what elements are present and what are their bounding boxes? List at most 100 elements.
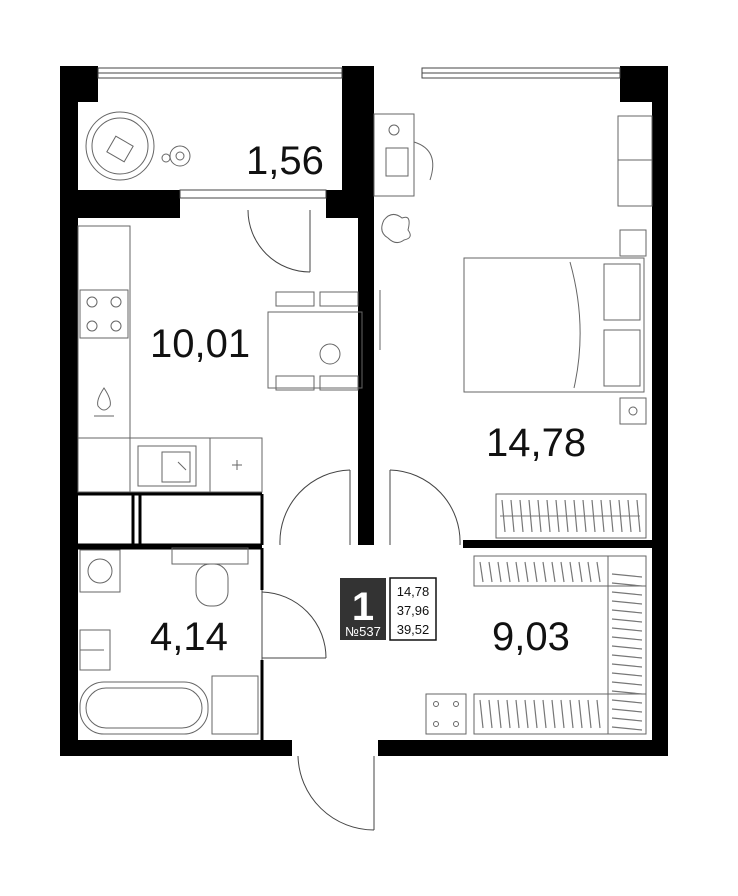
balcony-door (247, 209, 311, 273)
shelf-icon (617, 115, 653, 207)
balcony-furniture (85, 111, 191, 181)
hanger-icon (611, 609, 643, 614)
hanger-icon (569, 699, 574, 729)
rooms-count: 1 (352, 585, 374, 629)
hanger-icon (524, 561, 529, 583)
bedroom-area: 14,78 (486, 421, 586, 465)
hanger-icon (611, 699, 643, 704)
hanger-icon (510, 499, 515, 533)
walls (60, 66, 668, 756)
bathroom-area: 4,14 (150, 615, 228, 659)
hanger-icon (627, 499, 632, 533)
hanger-icon (560, 699, 565, 729)
hanger-icon (519, 499, 524, 533)
hanger-icon (488, 561, 493, 583)
hanger-icon (533, 561, 538, 583)
drawer-icon (425, 693, 467, 735)
hanger-icon (497, 561, 502, 583)
hanger-icon (611, 627, 643, 632)
hanger-icon (611, 681, 643, 686)
hanger-icon (578, 561, 583, 583)
hanger-icon (551, 699, 556, 729)
washing-machine-icon (79, 549, 121, 593)
hanger-icon (611, 672, 643, 677)
hanger-icon (582, 499, 587, 533)
hanger-icon (537, 499, 542, 533)
hanger-icon (551, 561, 556, 583)
room-doors (279, 469, 461, 546)
partitions (78, 492, 264, 740)
bedroom-furniture (373, 113, 653, 539)
kitchen-furniture (77, 225, 363, 493)
hanger-icon (611, 618, 643, 623)
apartment-number: №537 (345, 624, 381, 639)
hanger-icon (560, 561, 565, 583)
wardrobe-area: 9,03 (492, 615, 570, 659)
small-table-icon (161, 145, 191, 167)
hanger-icon (611, 573, 643, 578)
stove-icon (79, 289, 129, 339)
total-area-balcony-value: 39,52 (397, 622, 430, 637)
bed-icon (463, 257, 645, 393)
hanger-icon (524, 699, 529, 729)
hanger-icon (611, 690, 643, 695)
hanger-icon (611, 591, 643, 596)
armchair-icon (85, 111, 155, 181)
bathroom-door (261, 590, 327, 660)
wardrobe-icon (495, 493, 647, 539)
hanger-icon (501, 499, 506, 533)
hanger-icon (611, 708, 643, 713)
hanger-icon (600, 499, 605, 533)
hanger-icon (618, 499, 623, 533)
hanger-icon (609, 499, 614, 533)
hanger-icon (546, 499, 551, 533)
toilet-icon (171, 547, 249, 607)
hanger-icon (587, 699, 592, 729)
hanger-icon (611, 717, 643, 722)
living-area-value: 14,78 (397, 584, 430, 599)
hanger-icon (578, 699, 583, 729)
hanger-icon (479, 561, 484, 583)
desk-icon (373, 113, 434, 197)
hanger-icon (555, 499, 560, 533)
hanger-icon (488, 699, 493, 729)
hanger-icon (569, 561, 574, 583)
bathroom-furniture (79, 547, 259, 735)
hanger-icon (542, 699, 547, 729)
bathroom-sink-icon (79, 629, 111, 671)
hanger-icon (497, 699, 502, 729)
hanger-icon (564, 499, 569, 533)
hanger-icon (596, 561, 601, 583)
windows (97, 67, 621, 199)
hanger-icon (528, 499, 533, 533)
bathtub-icon (79, 681, 209, 735)
hanger-icon (533, 699, 538, 729)
hanger-icon (596, 699, 601, 729)
walk-in-wardrobe (425, 555, 647, 735)
sink-icon (137, 445, 197, 487)
hanger-icon (542, 561, 547, 583)
hanger-icon (515, 699, 520, 729)
entrance-door (297, 755, 375, 831)
hanger-icon (515, 561, 520, 583)
hanger-icon (479, 699, 484, 729)
hanger-icon (611, 600, 643, 605)
dining-table-icon (267, 291, 363, 391)
hanger-icon (611, 582, 643, 587)
hanger-icon (506, 561, 511, 583)
balcony-area: 1,56 (246, 139, 324, 183)
hanger-icon (611, 645, 643, 650)
hanger-icon (573, 499, 578, 533)
hanger-icon (587, 561, 592, 583)
kitchen-area: 10,01 (150, 322, 250, 366)
hanger-icon (611, 726, 643, 731)
hanger-icon (591, 499, 596, 533)
apartment-badge: 1 №537 14,78 37,96 39,52 (340, 577, 437, 641)
hanger-icon (611, 636, 643, 641)
hanger-group (479, 499, 643, 731)
hanger-icon (506, 699, 511, 729)
water-drop-icon (94, 387, 114, 417)
hanger-icon (611, 663, 643, 668)
hanger-icon (611, 654, 643, 659)
